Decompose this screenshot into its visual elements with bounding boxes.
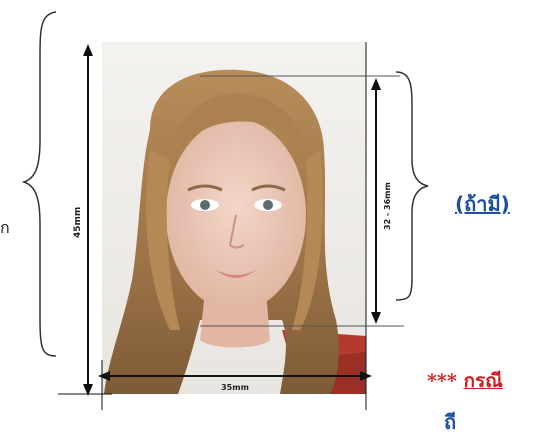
fringe [168, 93, 306, 170]
left-brace [21, 11, 57, 357]
case-note: *** กรณี [427, 366, 503, 396]
note-stars: *** [427, 370, 457, 392]
optional-note: (ถ้ามี) [455, 192, 510, 216]
nose [228, 214, 245, 249]
note-word: กรณี [463, 370, 503, 392]
bottom-cutoff-text: ถี [444, 410, 457, 434]
left-cutoff-text: ก [0, 218, 10, 237]
mouth [216, 270, 256, 278]
passport-photo-diagram: 45mm 35mm 32 - 36mm [21, 11, 429, 410]
face-label: 32 - 36mm [383, 182, 392, 230]
width-label: 35mm [221, 383, 249, 392]
height-label: 45mm [73, 207, 83, 238]
right-brace [395, 71, 429, 301]
